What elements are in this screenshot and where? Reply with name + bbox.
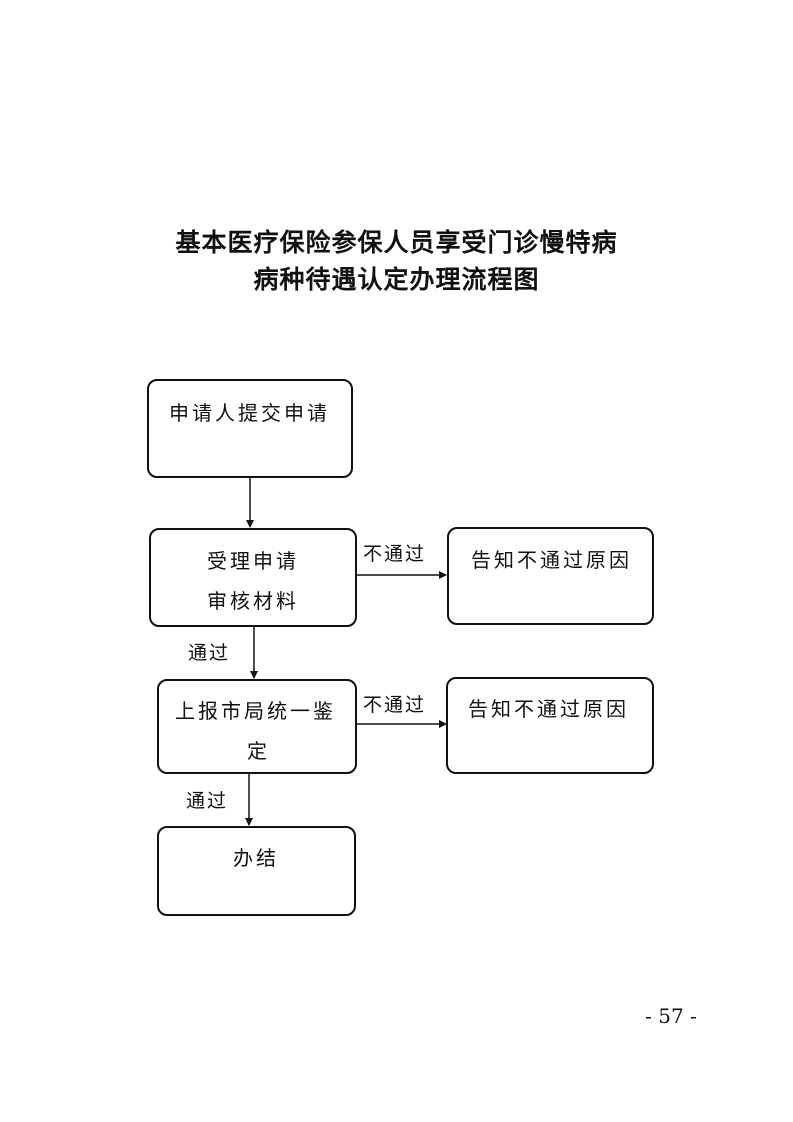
node-completed-text: 办结	[233, 846, 279, 870]
flowchart-title-line-2: 病种待遇认定办理流程图	[253, 265, 540, 294]
node-accept-review-text-line-1: 受理申请	[207, 549, 299, 573]
node-city-appraisal-text-line-1: 上报市局统一鉴	[175, 699, 336, 723]
node-city-appraisal: 上报市局统一鉴 定	[157, 679, 357, 774]
flowchart-title-line-1: 基本医疗保险参保人员享受门诊慢特病	[175, 228, 618, 257]
node-city-appraisal-text-line-2: 定	[247, 739, 270, 763]
node-reject-notice-2: 告知不通过原因	[446, 677, 654, 774]
node-submit-application: 申请人提交申请	[147, 379, 353, 478]
node-reject-notice-1: 告知不通过原因	[447, 527, 654, 625]
edge-label-review-fail: 不通过	[363, 543, 427, 565]
node-reject-notice-1-text: 告知不通过原因	[471, 548, 632, 572]
node-submit-application-text: 申请人提交申请	[169, 401, 330, 425]
node-reject-notice-2-text: 告知不通过原因	[468, 697, 629, 721]
edge-label-review-pass: 通过	[188, 642, 231, 664]
edge-label-appraisal-pass: 通过	[186, 790, 229, 812]
page-number: - 57 -	[645, 1004, 697, 1028]
edge-label-appraisal-fail: 不通过	[363, 694, 427, 716]
node-accept-review: 受理申请 审核材料	[149, 528, 357, 627]
node-completed: 办结	[157, 826, 356, 916]
node-accept-review-text-line-2: 审核材料	[207, 589, 299, 613]
